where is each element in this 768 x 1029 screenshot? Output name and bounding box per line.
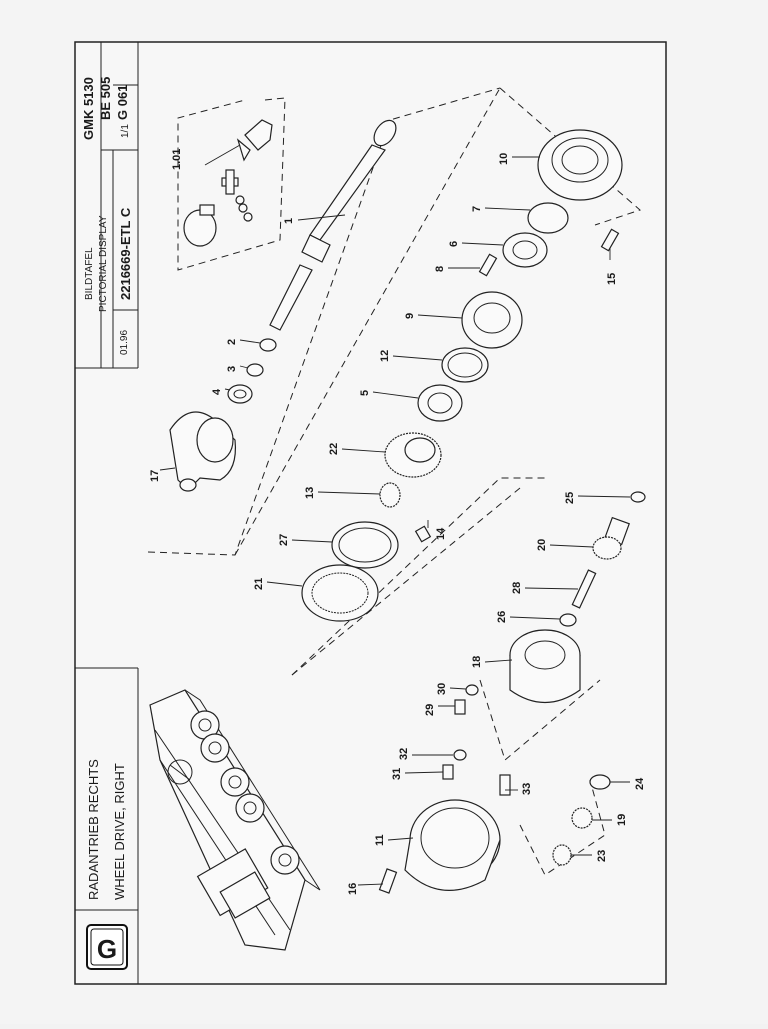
logo-letter: G xyxy=(97,934,117,964)
callout-16: 16 xyxy=(347,883,359,895)
gear-19 xyxy=(571,807,593,829)
callout-17: 17 xyxy=(149,470,161,482)
bolt-16 xyxy=(378,868,398,894)
title-block-bottom: G RADANTRIEB RECHTS WHEEL DRIVE, RIGHT xyxy=(75,667,139,984)
ring-27 xyxy=(331,521,399,569)
callout-26: 26 xyxy=(496,611,508,623)
drive-shaft xyxy=(269,119,397,331)
washer-26 xyxy=(559,613,577,627)
callout-19: 19 xyxy=(616,814,628,826)
callout-4: 4 xyxy=(211,388,223,395)
callout-21: 21 xyxy=(253,578,265,590)
washer-32 xyxy=(453,749,467,761)
drum-11 xyxy=(404,799,501,891)
bolt-29 xyxy=(454,699,466,715)
callout-5: 5 xyxy=(359,390,371,396)
housing-17 xyxy=(169,411,237,492)
ring-24 xyxy=(589,774,611,790)
callout-8: 8 xyxy=(434,266,446,272)
callout-27: 27 xyxy=(278,534,290,546)
callout-33: 33 xyxy=(521,783,533,795)
hub-9 xyxy=(461,291,523,349)
universal-joint-detail xyxy=(183,119,273,247)
bolt-8 xyxy=(478,253,498,277)
callout-9: 9 xyxy=(404,313,416,319)
callout-24: 24 xyxy=(634,777,646,790)
bolt-31 xyxy=(442,764,454,780)
model-number: GMK 5130 xyxy=(81,77,96,140)
ring-gear-21 xyxy=(301,564,379,622)
ring-3 xyxy=(246,363,264,377)
washer-30 xyxy=(465,684,479,696)
shaft-20 xyxy=(592,516,630,560)
callout-1-01: 1.01 xyxy=(171,149,183,170)
assembly-outlines xyxy=(147,87,641,876)
gear-13 xyxy=(379,482,401,508)
callout-29: 29 xyxy=(424,704,436,716)
bolt-33 xyxy=(499,774,511,796)
callout-labels: 1.01 1 2 3 4 17 10 7 6 8 15 9 12 5 22 13… xyxy=(149,144,646,895)
title-block-top: 01.96 BILDTAFEL PICTORIAL DISPLAY 221666… xyxy=(75,42,139,369)
callout-12: 12 xyxy=(379,350,391,362)
bolt-15 xyxy=(600,228,620,252)
callout-10: 10 xyxy=(498,153,510,165)
callout-18: 18 xyxy=(471,656,483,668)
bearing-6 xyxy=(502,232,548,268)
callout-13: 13 xyxy=(304,487,316,499)
callout-32: 32 xyxy=(398,748,410,760)
pin-14 xyxy=(414,525,432,543)
title-english: WHEEL DRIVE, RIGHT xyxy=(112,763,127,900)
document-number: 2216669-ETL C xyxy=(118,207,133,300)
sheet-number: 1/1 xyxy=(120,124,131,138)
callout-25: 25 xyxy=(564,492,576,504)
parts xyxy=(169,119,646,894)
callout-1: 1 xyxy=(283,218,295,224)
callout-6: 6 xyxy=(448,241,460,247)
ring-2 xyxy=(259,338,277,352)
code-be: BE 505 xyxy=(98,77,113,120)
pictorial-display-label: PICTORIAL DISPLAY xyxy=(98,215,109,312)
manufacturer-logo: G xyxy=(86,924,128,970)
washer-25 xyxy=(630,491,646,503)
callout-15: 15 xyxy=(606,273,618,285)
title-german: RADANTRIEB RECHTS xyxy=(86,759,101,900)
bolt-28 xyxy=(571,569,597,609)
callout-7: 7 xyxy=(471,206,483,212)
gear-23 xyxy=(552,844,572,866)
callout-30: 30 xyxy=(436,683,448,695)
bildtafel-label: BILDTAFEL xyxy=(84,247,95,300)
callout-31: 31 xyxy=(391,768,403,780)
callout-2: 2 xyxy=(226,339,238,345)
code-g: G 061 xyxy=(115,85,130,120)
flange-10 xyxy=(537,129,623,201)
date-label: 01.96 xyxy=(119,330,130,355)
callout-11: 11 xyxy=(374,834,386,846)
callout-23: 23 xyxy=(596,850,608,862)
gear-22 xyxy=(384,432,442,478)
callout-3: 3 xyxy=(226,366,238,372)
carrier-18 xyxy=(509,629,581,703)
callout-28: 28 xyxy=(511,582,523,594)
bearing-5 xyxy=(417,384,463,422)
crane-truck-illustration xyxy=(149,689,321,951)
bearing-4 xyxy=(227,384,253,404)
callout-20: 20 xyxy=(536,539,548,551)
seal-7 xyxy=(527,202,569,234)
callout-14: 14 xyxy=(435,527,447,540)
callout-22: 22 xyxy=(328,443,340,455)
